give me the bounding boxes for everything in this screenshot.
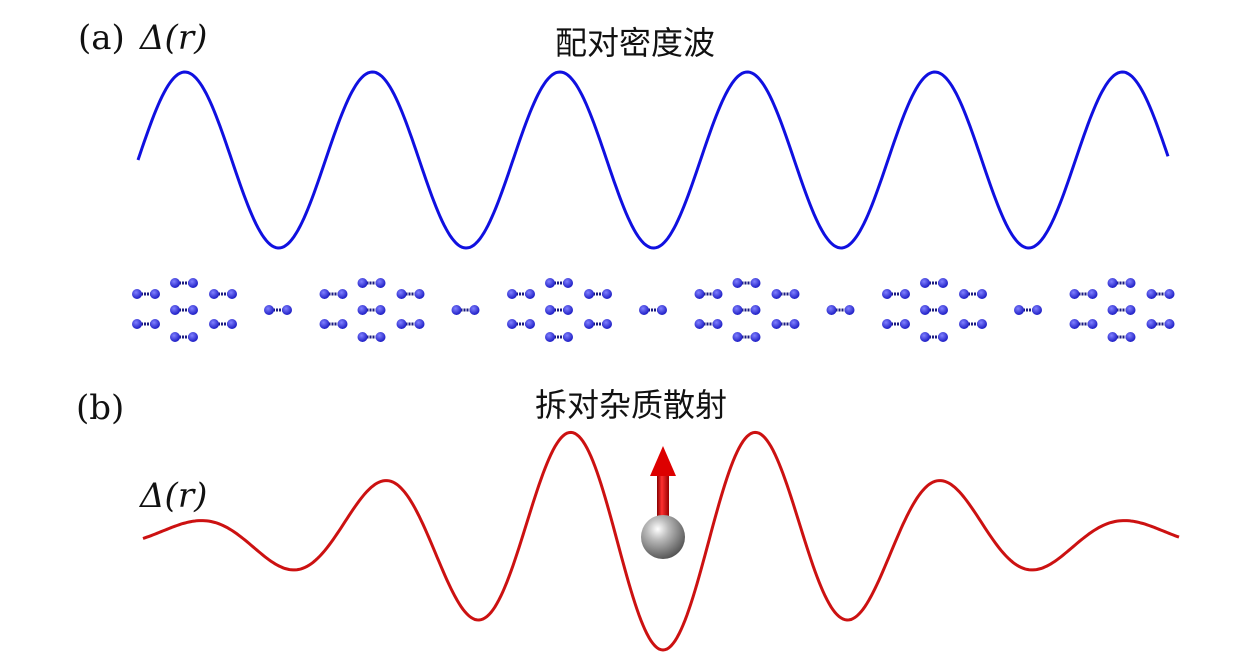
cooper-pair-molecule <box>882 289 910 299</box>
cooper-pair-molecule <box>639 305 667 315</box>
cooper-pair-molecule <box>732 332 761 342</box>
cooper-pair-molecule <box>694 289 723 299</box>
cooper-pair-molecule <box>826 305 855 315</box>
cooper-pair-molecule <box>694 319 723 329</box>
cooper-pair-molecule <box>170 305 198 315</box>
cooper-pair-molecule <box>209 319 237 329</box>
panel-b-label: (b) <box>76 388 125 428</box>
cooper-pair-molecule <box>1107 332 1136 342</box>
cooper-pair-molecule <box>319 289 348 299</box>
cooper-pair-molecule <box>396 319 425 329</box>
cooper-pair-molecule <box>357 305 386 315</box>
cooper-pair-molecule <box>545 278 573 288</box>
cooper-pair-molecule <box>959 289 987 299</box>
cooper-pair-molecule <box>264 305 292 315</box>
cooper-pair-molecule <box>1146 289 1175 299</box>
cooper-pair-molecule <box>1014 305 1042 315</box>
cooper-pair-molecule <box>920 332 948 342</box>
cooper-pair-molecule <box>396 289 425 299</box>
panel-a-symbol: Δ(r) <box>140 18 208 58</box>
pair-density-wave-curve <box>136 70 1170 250</box>
cooper-pair-molecule <box>771 289 800 299</box>
panel-b-title: 拆对杂质散射 <box>535 386 728 424</box>
cooper-pair-lattice <box>132 278 1175 342</box>
cooper-pair-molecule <box>920 305 948 315</box>
cooper-pair-molecule <box>545 332 573 342</box>
cooper-pair-molecule <box>920 278 948 288</box>
cooper-pair-molecule <box>132 319 160 329</box>
cooper-pair-molecule <box>507 319 535 329</box>
cooper-pair-molecule <box>209 289 237 299</box>
panel-a-label: (a) <box>78 18 125 58</box>
cooper-pair-molecule <box>1069 319 1098 329</box>
cooper-pair-molecule <box>959 319 987 329</box>
cooper-pair-molecule <box>1107 305 1136 315</box>
cooper-pair-molecule <box>1146 319 1175 329</box>
cooper-pair-molecule <box>882 319 910 329</box>
impurity-atom-icon <box>641 515 685 559</box>
cooper-pair-molecule <box>771 319 800 329</box>
cooper-pair-molecule <box>132 289 160 299</box>
spin-arrow-icon <box>650 446 676 518</box>
cooper-pair-molecule <box>507 289 535 299</box>
cooper-pair-molecule <box>170 278 198 288</box>
cooper-pair-molecule <box>170 332 198 342</box>
cooper-pair-molecule <box>732 278 761 288</box>
cooper-pair-molecule <box>1107 278 1136 288</box>
panel-a-title: 配对密度波 <box>555 24 716 62</box>
panel-b-symbol: Δ(r) <box>140 476 208 516</box>
cooper-pair-molecule <box>584 319 612 329</box>
cooper-pair-molecule <box>584 289 612 299</box>
cooper-pair-molecule <box>732 305 761 315</box>
cooper-pair-molecule <box>545 305 573 315</box>
cooper-pair-molecule <box>357 278 386 288</box>
cooper-pair-molecule <box>1069 289 1098 299</box>
cooper-pair-molecule <box>319 319 348 329</box>
cooper-pair-molecule <box>357 332 386 342</box>
cooper-pair-molecule <box>451 305 480 315</box>
impurity-scattering-wave-curve <box>142 430 1180 652</box>
